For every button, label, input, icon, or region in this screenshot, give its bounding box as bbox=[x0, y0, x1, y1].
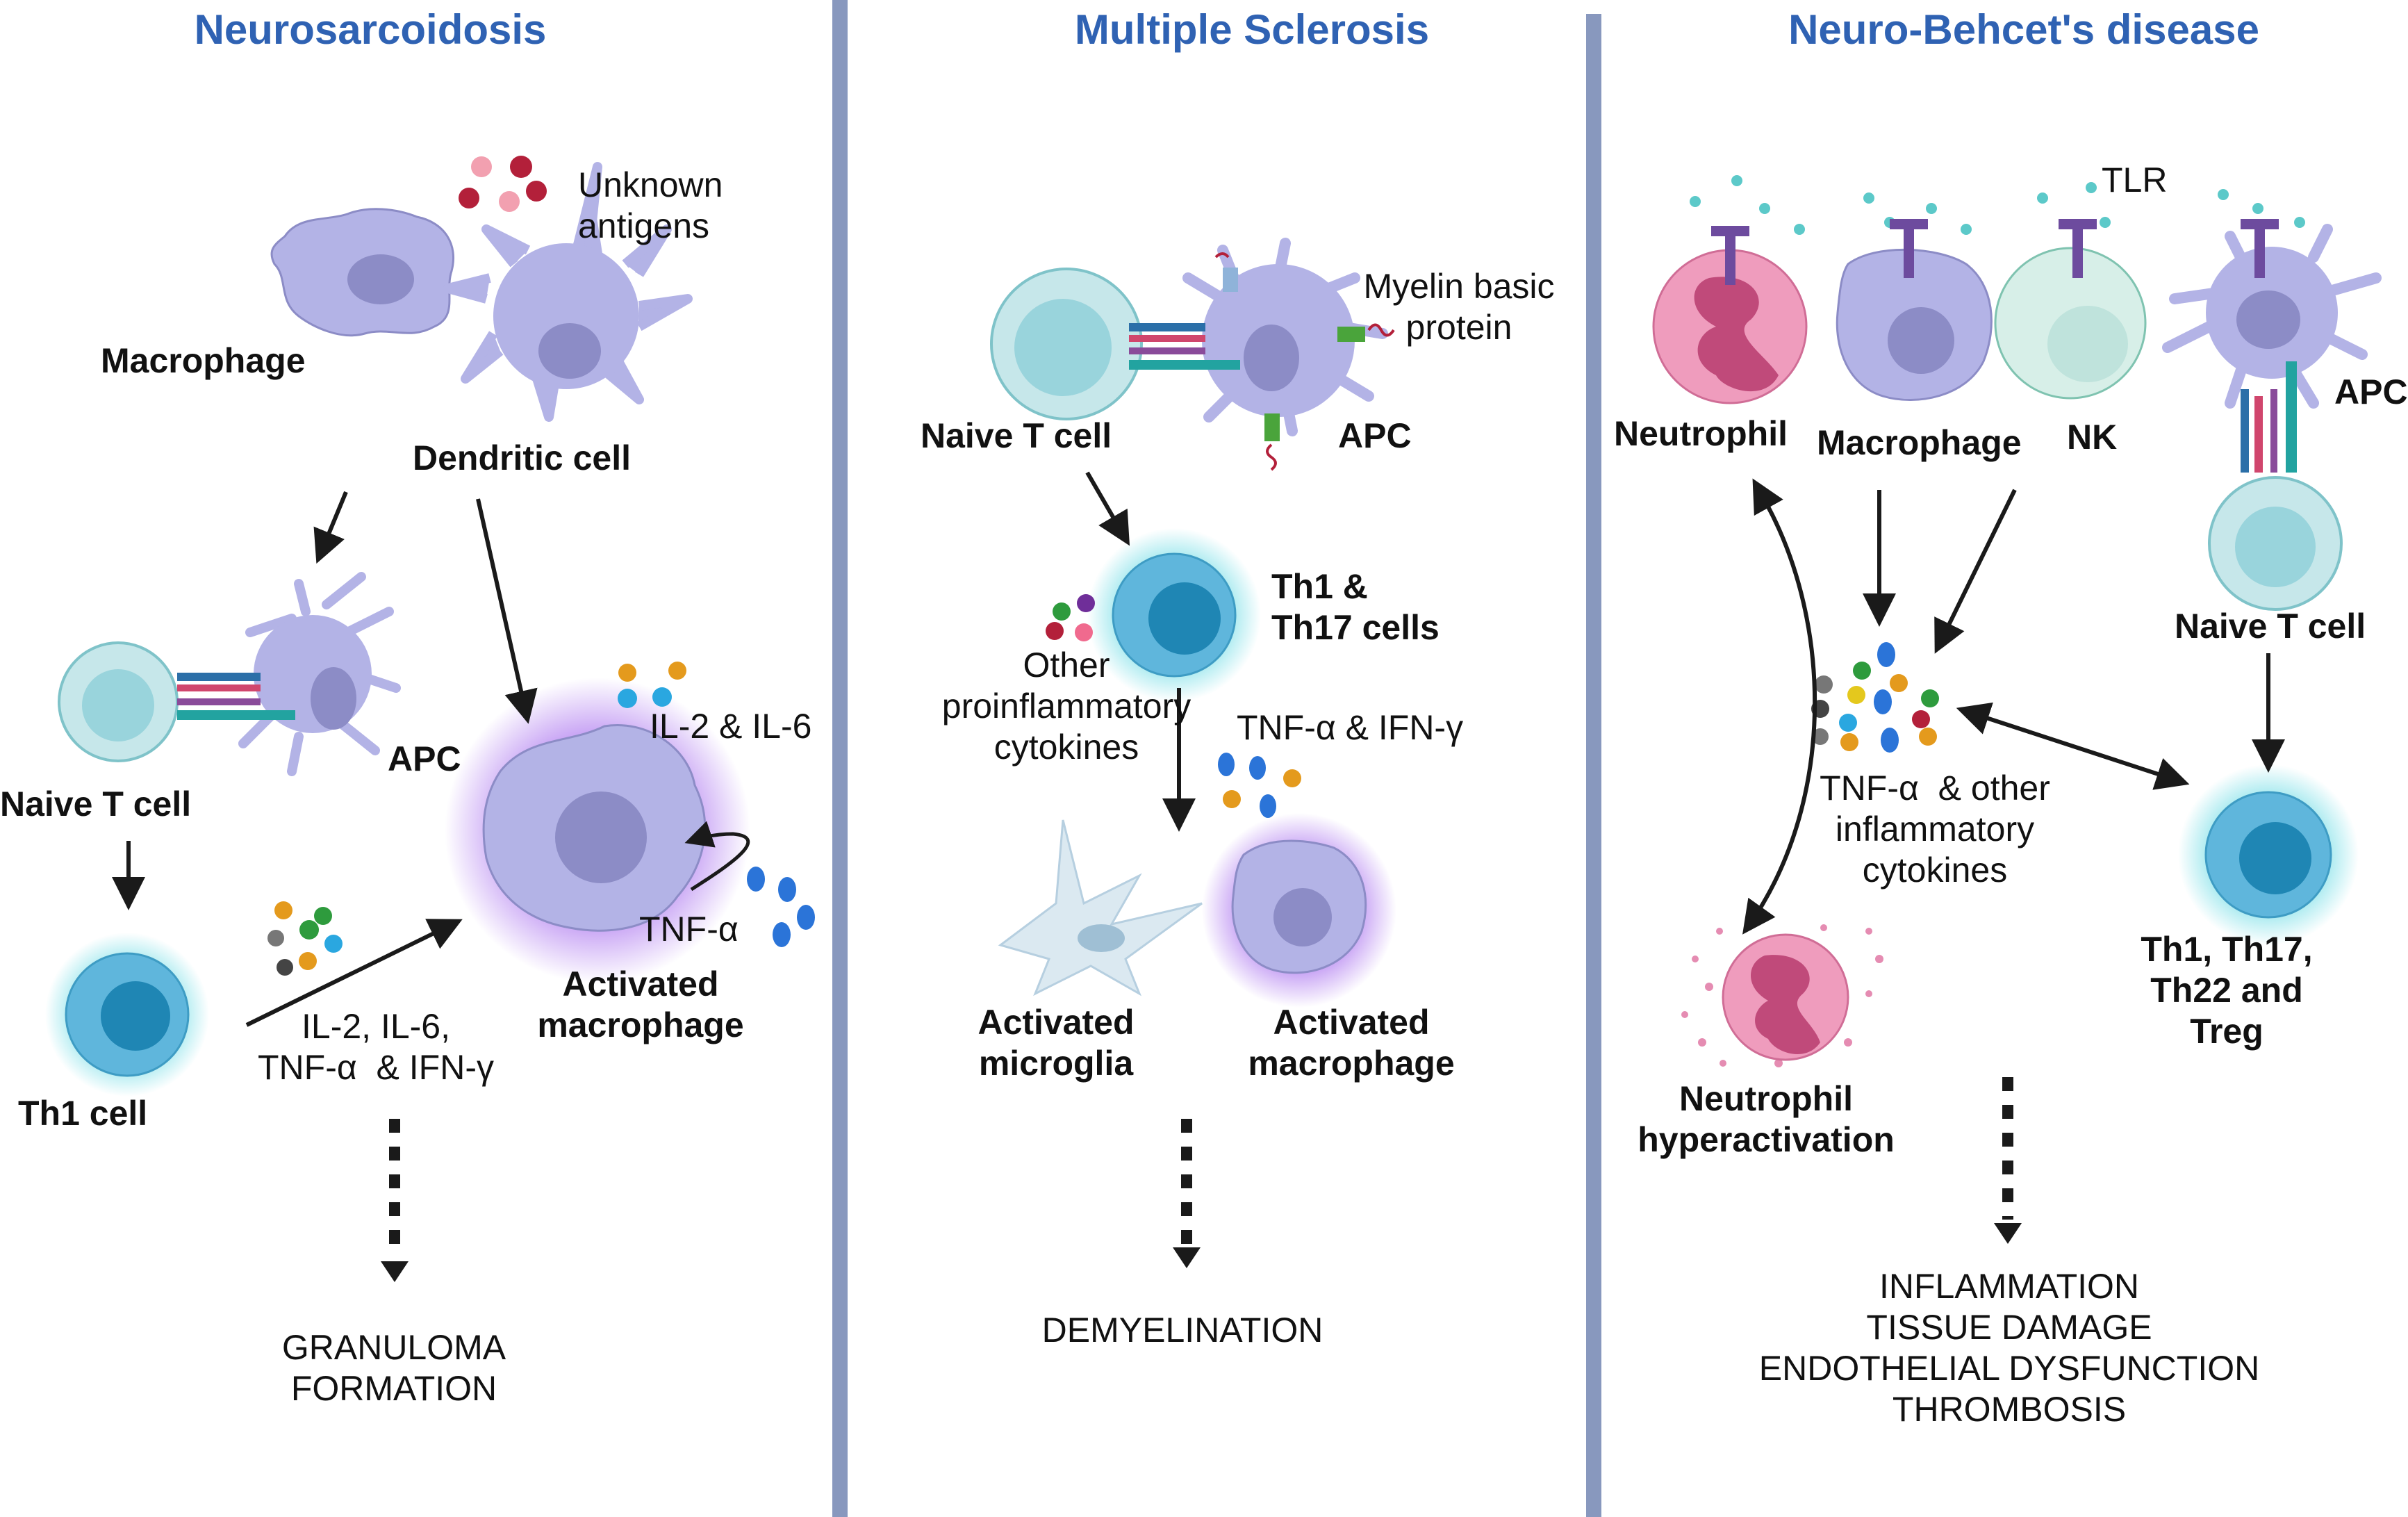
label-tnf-alpha: TNF-α bbox=[639, 910, 739, 949]
label-activated-microglia: Activated microglia bbox=[978, 1003, 1135, 1083]
label-naive-t-cell: Naive T cell bbox=[0, 785, 192, 823]
divider-right bbox=[1586, 14, 1601, 1517]
arrowhead-granuloma bbox=[381, 1261, 409, 1282]
label-other-cytokines: Other proinflammatory cytokines bbox=[941, 646, 1191, 766]
label-th1-cell: Th1 cell bbox=[18, 1094, 148, 1133]
naive-t-cell-icon bbox=[58, 641, 179, 762]
label-nb-cytokines: TNF-α & other inflammatory cytokines bbox=[1820, 769, 2050, 889]
myelin-basic-protein-icon bbox=[1214, 252, 1395, 471]
nk-cell-icon bbox=[1994, 247, 2147, 400]
label-ms-apc: APC bbox=[1338, 416, 1412, 455]
nb-th-cell-icon bbox=[2204, 791, 2332, 919]
label-ms-activated-macrophage: Activated macrophage bbox=[1248, 1003, 1455, 1083]
ms-activated-macrophage-icon bbox=[1231, 839, 1367, 974]
neutrophil-icon bbox=[1652, 249, 1808, 404]
tnf-alpha-trimer-icon bbox=[747, 867, 815, 947]
label-neutrophil-hyperactivation: Neutrophil hyperactivation bbox=[1638, 1079, 1895, 1159]
activated-microglia-icon bbox=[998, 819, 1203, 997]
label-activated-macrophage: Activated macrophage bbox=[537, 965, 744, 1044]
th1-th17-cell-icon bbox=[1112, 552, 1237, 678]
apc-icon bbox=[238, 572, 401, 776]
arrowhead-demyelination bbox=[1173, 1247, 1201, 1268]
unknown-antigens-icon bbox=[459, 156, 547, 212]
nb-macrophage-icon bbox=[1836, 248, 1993, 401]
title-multiple-sclerosis: Multiple Sclerosis bbox=[1074, 6, 1430, 53]
dendritic-cell-icon bbox=[443, 162, 693, 422]
th1-cell-icon bbox=[65, 952, 190, 1077]
label-macrophage: Macrophage bbox=[101, 341, 306, 380]
label-neutrophil: Neutrophil bbox=[1614, 414, 1788, 453]
tlr-ligands-icon bbox=[1690, 175, 2305, 235]
arrow-th1-to-activated bbox=[245, 919, 463, 1027]
nb-receptor-complex-icon bbox=[2241, 361, 2297, 473]
tnf-ifn-cytokines-icon bbox=[1218, 753, 1301, 818]
mixed-cytokines-icon bbox=[267, 901, 343, 976]
ms-naive-t-cell-icon bbox=[990, 268, 1143, 420]
label-nb-macrophage: Macrophage bbox=[1817, 423, 2022, 462]
nb-naive-t-cell-icon bbox=[2208, 476, 2343, 611]
arrow-macrophage-to-apc bbox=[313, 491, 348, 564]
arrow-dendritic-to-activated bbox=[476, 498, 538, 724]
macrophage-icon bbox=[270, 208, 455, 337]
label-ms-naive-t-cell: Naive T cell bbox=[921, 416, 1112, 455]
divider-left bbox=[832, 0, 848, 1517]
label-il2-il6: IL-2 & IL-6 bbox=[650, 707, 812, 746]
label-myelin-basic-protein: Myelin basic protein bbox=[1363, 267, 1555, 347]
label-cytokines: IL-2, IL-6, TNF-α & IFN-γ bbox=[258, 1007, 494, 1087]
neutrophil-hyperactivation-icon bbox=[1681, 924, 1883, 1067]
tlr-receptor-icons bbox=[1711, 219, 2279, 285]
label-nk: NK bbox=[2067, 418, 2118, 457]
nb-apc-icon bbox=[2162, 224, 2382, 409]
title-neurosarcoidosis: Neurosarcoidosis bbox=[194, 6, 547, 53]
nb-cytokines-icon bbox=[1811, 642, 1939, 753]
label-dendritic-cell: Dendritic cell bbox=[413, 438, 631, 477]
arrow-cytokines-th-bidirectional bbox=[1956, 702, 2190, 790]
il2-il6-cytokines-icon bbox=[618, 662, 686, 708]
label-nb-apc: APC bbox=[2334, 372, 2408, 411]
label-demyelination: DEMYELINATION bbox=[1041, 1311, 1323, 1350]
arrowhead-inflammation bbox=[1994, 1223, 2022, 1244]
other-cytokines-icon bbox=[1046, 594, 1095, 641]
arrow-neutrophil-hyperactivation-bidirectional bbox=[1742, 478, 1817, 935]
label-th1-th17-cells: Th1 & Th17 cells bbox=[1271, 567, 1440, 647]
arrow-tnf-loop bbox=[684, 821, 750, 892]
arrow-nk-to-cytokines bbox=[1934, 489, 2017, 654]
receptor-complex-icon bbox=[177, 673, 295, 720]
label-unknown-antigens: Unknown antigens bbox=[578, 165, 723, 245]
label-th-cells: Th1, Th17, Th22 and Treg bbox=[2141, 930, 2313, 1051]
title-neuro-behcet: Neuro-Behcet's disease bbox=[1788, 6, 2259, 53]
label-granuloma-formation: GRANULOMA FORMATION bbox=[281, 1328, 506, 1408]
arrow-naive-to-th1-th17 bbox=[1085, 471, 1130, 546]
label-apc: APC bbox=[388, 739, 461, 778]
label-tnf-ifn: TNF-α & IFN-γ bbox=[1237, 708, 1464, 747]
label-inflammation-outcomes: INFLAMMATION TISSUE DAMAGE ENDOTHELIAL D… bbox=[1758, 1267, 2260, 1429]
activated-macrophage-icon bbox=[482, 724, 707, 932]
label-tlr: TLR bbox=[2102, 161, 2168, 199]
ms-receptor-complex-icon bbox=[1129, 323, 1240, 370]
label-nb-naive-t-cell: Naive T cell bbox=[2175, 607, 2366, 646]
